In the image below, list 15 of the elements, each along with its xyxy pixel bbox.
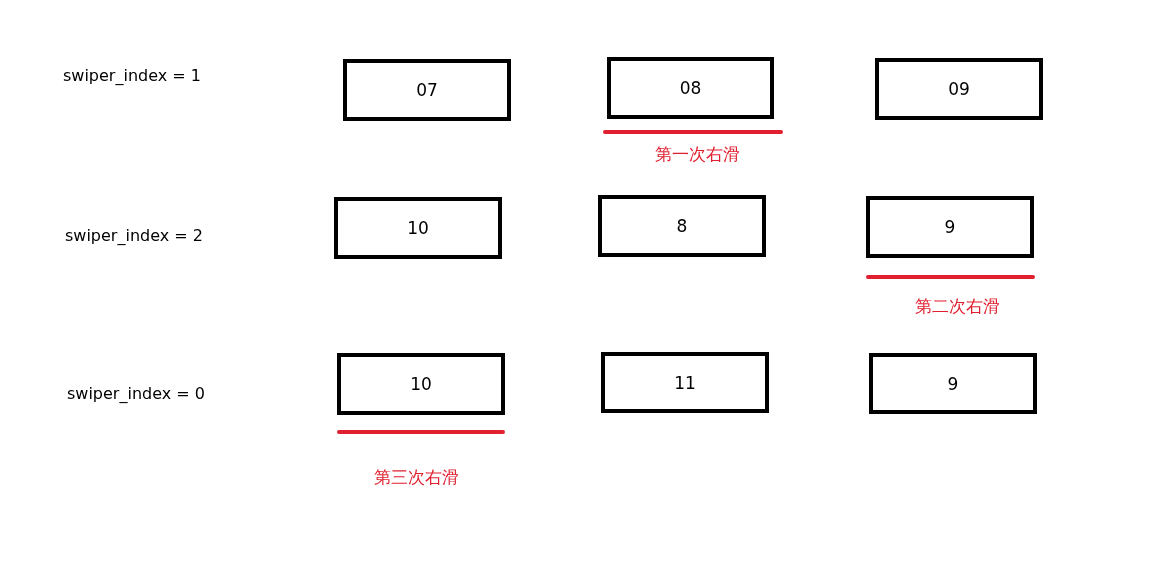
index-label: swiper_index = 0 <box>67 383 205 403</box>
index-label: swiper_index = 1 <box>63 65 201 85</box>
number-box: 10 <box>337 353 505 415</box>
swipe-note: 第一次右滑 <box>654 142 740 166</box>
number-box: 10 <box>334 197 502 259</box>
number-box: 08 <box>607 57 774 119</box>
swipe-note: 第二次右滑 <box>914 294 1000 318</box>
swipe-note: 第三次右滑 <box>373 465 459 489</box>
index-label: swiper_index = 2 <box>65 225 203 245</box>
number-box: 9 <box>866 196 1034 258</box>
number-box: 11 <box>601 352 769 413</box>
number-box: 07 <box>343 59 511 121</box>
number-box: 8 <box>598 195 766 257</box>
number-box: 09 <box>875 58 1043 120</box>
number-box: 9 <box>869 353 1037 414</box>
